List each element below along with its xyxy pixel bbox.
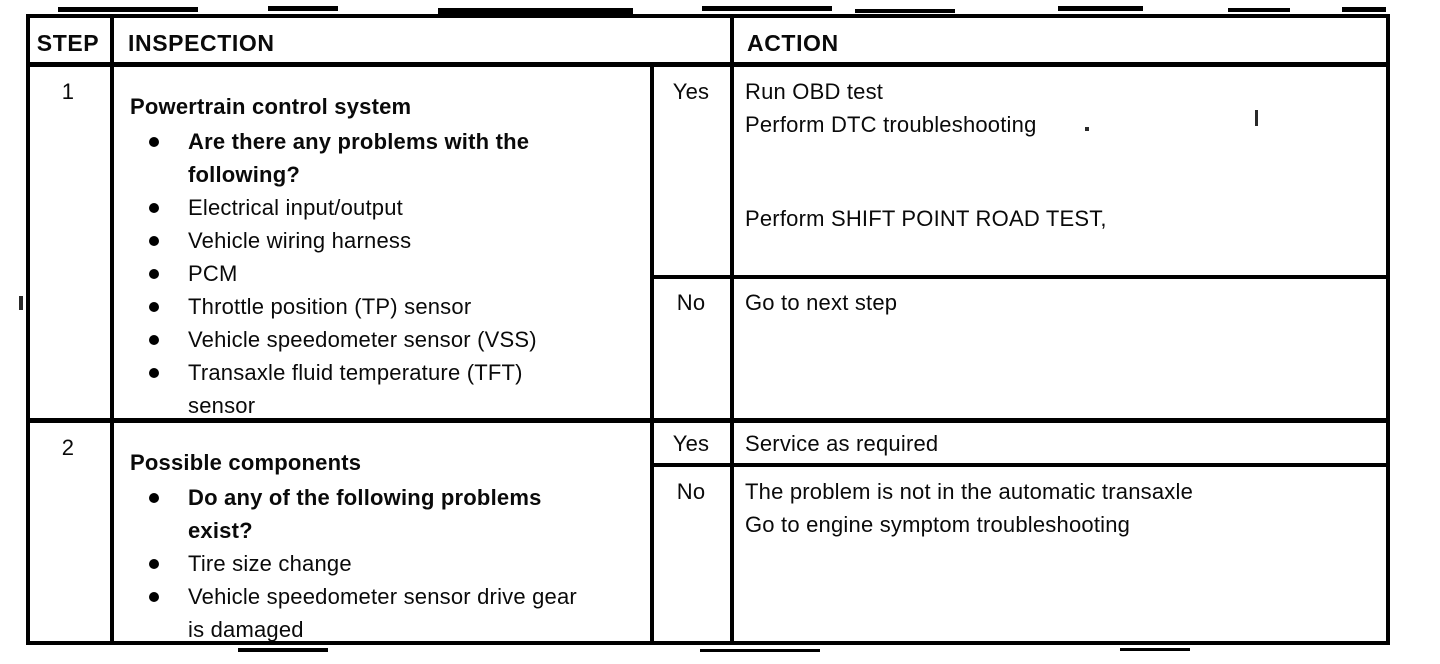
action-cell: Service as required bbox=[745, 427, 1365, 460]
bullet-icon bbox=[149, 137, 159, 147]
list-item-text: Electrical input/output bbox=[188, 195, 403, 220]
answer-yes: Yes bbox=[672, 431, 710, 456]
bullet-icon bbox=[149, 592, 159, 602]
list-item: Vehicle wiring harness bbox=[130, 224, 645, 257]
inspection-title: Powertrain control system bbox=[130, 94, 412, 119]
scan-artifact bbox=[19, 296, 23, 310]
header-action: ACTION bbox=[747, 30, 839, 56]
column-divider-yesno bbox=[650, 62, 654, 645]
scan-artifact bbox=[1058, 6, 1143, 11]
list-item-text: Throttle position (TP) sensor bbox=[188, 294, 472, 319]
answer-yes: Yes bbox=[672, 79, 710, 104]
column-divider-step bbox=[110, 14, 114, 645]
bullet-icon bbox=[149, 236, 159, 246]
list-item: Vehicle speedometer sensor drive gear is… bbox=[130, 580, 645, 646]
answer-no: No bbox=[676, 479, 706, 504]
header-row-divider bbox=[26, 62, 1390, 67]
action-cell: Go to next step bbox=[745, 286, 1365, 319]
table-outer-border bbox=[26, 14, 1390, 645]
list-item: Do any of the following problems exist? bbox=[130, 481, 645, 547]
action-line: Perform DTC troubleshooting bbox=[745, 112, 1037, 137]
bullet-icon bbox=[149, 203, 159, 213]
step-number: 1 bbox=[61, 79, 75, 104]
bullet-icon bbox=[149, 368, 159, 378]
bullet-icon bbox=[149, 559, 159, 569]
scan-artifact bbox=[1342, 7, 1386, 12]
scan-artifact bbox=[1085, 127, 1089, 131]
list-item: Electrical input/output bbox=[130, 191, 645, 224]
row1-yes-no-divider bbox=[650, 275, 1390, 279]
list-item-text: Vehicle speedometer sensor drive gear is… bbox=[188, 584, 577, 642]
header-step: STEP bbox=[36, 30, 100, 56]
list-item-text: Vehicle wiring harness bbox=[188, 228, 412, 253]
list-item-text: Are there any problems with the followin… bbox=[188, 129, 530, 187]
list-item: Are there any problems with the followin… bbox=[130, 125, 645, 191]
list-item-text: Transaxle fluid temperature (TFT) sensor bbox=[188, 360, 523, 418]
answer-no: No bbox=[676, 290, 706, 315]
scan-artifact bbox=[438, 8, 633, 14]
scan-artifact bbox=[1228, 8, 1290, 12]
bullet-icon bbox=[149, 493, 159, 503]
scan-artifact bbox=[702, 6, 832, 11]
scan-artifact bbox=[1120, 648, 1190, 651]
action-line: Perform SHIFT POINT ROAD TEST, bbox=[745, 206, 1107, 231]
list-item: Transaxle fluid temperature (TFT) sensor bbox=[130, 356, 645, 422]
scan-artifact bbox=[700, 649, 820, 652]
scan-artifact bbox=[268, 6, 338, 11]
list-item-text: Vehicle speedometer sensor (VSS) bbox=[188, 327, 537, 352]
action-line: Go to engine symptom troubleshooting bbox=[745, 512, 1131, 537]
list-item-text: PCM bbox=[188, 261, 238, 286]
scan-artifact bbox=[58, 7, 198, 12]
scan-artifact bbox=[1255, 110, 1258, 126]
scan-artifact bbox=[855, 9, 955, 13]
column-divider-action bbox=[730, 14, 734, 645]
action-line: Run OBD test bbox=[745, 79, 884, 104]
inspection-cell: Possible components Do any of the follow… bbox=[130, 446, 645, 646]
action-line: Go to next step bbox=[745, 290, 898, 315]
list-item-text: Tire size change bbox=[188, 551, 352, 576]
header-inspection: INSPECTION bbox=[128, 30, 275, 56]
bullet-icon bbox=[149, 269, 159, 279]
bullet-icon bbox=[149, 335, 159, 345]
list-item: PCM bbox=[130, 257, 645, 290]
action-cell: Run OBD test Perform DTC troubleshooting… bbox=[745, 75, 1365, 235]
scan-artifact bbox=[238, 648, 328, 652]
row2-yes-no-divider bbox=[650, 463, 1390, 467]
action-line: Service as required bbox=[745, 431, 939, 456]
list-item: Tire size change bbox=[130, 547, 645, 580]
row1-row2-divider bbox=[26, 418, 1390, 423]
action-cell: The problem is not in the automatic tran… bbox=[745, 475, 1365, 541]
list-item: Throttle position (TP) sensor bbox=[130, 290, 645, 323]
step-number: 2 bbox=[61, 435, 75, 460]
inspection-title: Possible components bbox=[130, 450, 362, 475]
bullet-icon bbox=[149, 302, 159, 312]
list-item-text: Do any of the following problems exist? bbox=[188, 485, 542, 543]
list-item: Vehicle speedometer sensor (VSS) bbox=[130, 323, 645, 356]
inspection-cell: Powertrain control system Are there any … bbox=[130, 90, 645, 422]
action-line: The problem is not in the automatic tran… bbox=[745, 479, 1194, 504]
